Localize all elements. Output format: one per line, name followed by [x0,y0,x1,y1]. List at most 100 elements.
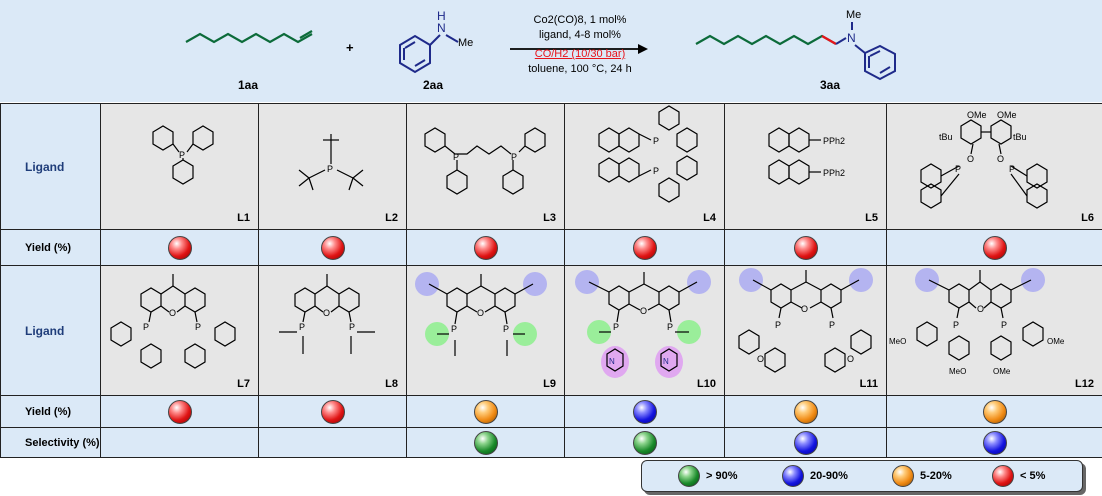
yield-cell-l2 [258,229,407,266]
legend-marker [678,465,700,487]
ligand-structure-l5: PPh2 PPh2 [768,127,845,185]
selectivity-indicator [793,430,818,455]
product-me-label: Me [846,9,861,21]
tbu-group: tBu [939,132,953,142]
octene-chain [185,32,313,44]
yield-indicator [982,235,1007,260]
ligand-structure-l4: P P [598,105,698,203]
ligand-cell-l10: O P P N N L10 [564,265,725,396]
tbu-highlight [523,272,547,296]
tbu-highlight [575,270,599,294]
reactant1-label: 1aa [238,78,259,92]
selectivity-cell-l9 [406,427,565,458]
selectivity-row-label: Selectivity (%) [0,427,101,458]
ligand-cell-l6: OMe OMe tBu tBu O O P P L6 [886,103,1102,230]
ligand-cell-l3: P P L3 [406,103,565,230]
phosphorus-atom: P [653,166,659,176]
nitrogen-atom: N [663,357,669,366]
yield-indicator [793,235,818,260]
yield-cell-l11 [724,395,887,428]
ligand-structure-l2: P [298,134,364,191]
selectivity-indicator [473,430,498,455]
ligand-structure-l11: O P P O O [738,268,873,373]
oxygen-atom: O [757,354,764,364]
ligand-structure-l12: O P P MeO MeO OMe OMe [889,268,1065,376]
tbu-highlight [1021,268,1045,292]
ligand-screening-table: Ligand P L1 P L2 [0,103,1102,458]
legend-box: > 90% 20-90% 5-20% < 5% [641,460,1083,492]
yield-row-label-1: Yield (%) [0,229,101,266]
reactant2-label: 2aa [423,78,444,92]
selectivity-cell-l7 [100,427,259,458]
tbu-highlight [415,272,439,296]
yield-cell-l5 [724,229,887,266]
scheme-drawing: N H Me N Me [185,9,896,81]
ligand-code: L8 [385,378,398,390]
scheme-n-atom: N [437,21,446,35]
phosphorus-atom: P [503,324,509,334]
phosphorus-atom: P [775,320,781,330]
selectivity-indicator [632,430,657,455]
ligand-structure-l9: O P P [415,272,547,356]
tbu-highlight [687,270,711,294]
yield-cell-l10 [564,395,725,428]
tbu-group: tBu [1013,132,1027,142]
oxygen-atom: O [477,308,484,318]
phosphorus-atom: P [451,324,457,334]
ligand-code: L3 [543,212,556,224]
ligand-structure-l6: OMe OMe tBu tBu O O P P [920,110,1048,209]
pyridyl-highlight [601,346,629,378]
legend-label: 5-20% [920,470,952,482]
phosphorus-atom: P [453,152,459,162]
ligand-cell-l11: O P P O O L11 [724,265,887,396]
legend-label: 20-90% [810,470,848,482]
ome-group: OMe [997,110,1017,120]
phosphorus-atom: P [667,322,673,332]
phosphorus-atom: P [953,320,959,330]
ligand-cell-l9: O P P L9 [406,265,565,396]
ligand-structure-l3: P P [424,127,546,195]
product-label: 3aa [820,78,841,92]
legend-label: > 90% [706,470,738,482]
yield-indicator [982,399,1007,424]
selectivity-indicator [982,430,1007,455]
oxygen-atom: O [169,308,176,318]
phosphorus-atom: P [327,164,333,174]
ligand-structure-l10: O P P N N [575,270,711,378]
ligand-row-label-1: Ligand [0,103,101,230]
selectivity-cell-l12 [886,427,1102,458]
oxygen-atom: O [997,154,1004,164]
phosphorus-atom: P [511,152,517,162]
oxygen-atom: O [977,304,984,314]
yield-cell-l8 [258,395,407,428]
ligand-code: L5 [865,212,878,224]
ligand-row-label-2: Ligand [0,265,101,396]
ligand-code: L1 [237,212,250,224]
legend-marker [782,465,804,487]
aniline-structure [399,34,459,74]
yield-indicator [793,399,818,424]
yield-cell-l3 [406,229,565,266]
phosphorus-atom: P [1009,164,1015,174]
oxygen-atom: O [847,354,854,364]
legend-item-orange: 5-20% [892,465,952,487]
ligand-structure-l7: O P P [110,274,236,369]
meo-group: MeO [949,367,966,376]
phosphorus-atom: P [613,322,619,332]
oxygen-atom: O [967,154,974,164]
ligand-structure-l1: P [152,125,214,185]
product-n-atom: N [847,31,856,45]
reaction-scheme: N H Me N Me 1aa + 2aa 3aa Co2(CO)8, 1 mo… [0,0,1102,102]
legend-marker [892,465,914,487]
ligand-cell-l8: O P P L8 [258,265,407,396]
yield-cell-l6 [886,229,1102,266]
phosphorus-atom: P [653,136,659,146]
yield-cell-l12 [886,395,1102,428]
yield-row-label-2: Yield (%) [0,395,101,428]
yield-cell-l7 [100,395,259,428]
phosphorus-atom: P [143,322,149,332]
phosphorus-atom: P [179,150,185,160]
yield-indicator [632,235,657,260]
legend-marker [992,465,1014,487]
phosphorus-atom: P [829,320,835,330]
